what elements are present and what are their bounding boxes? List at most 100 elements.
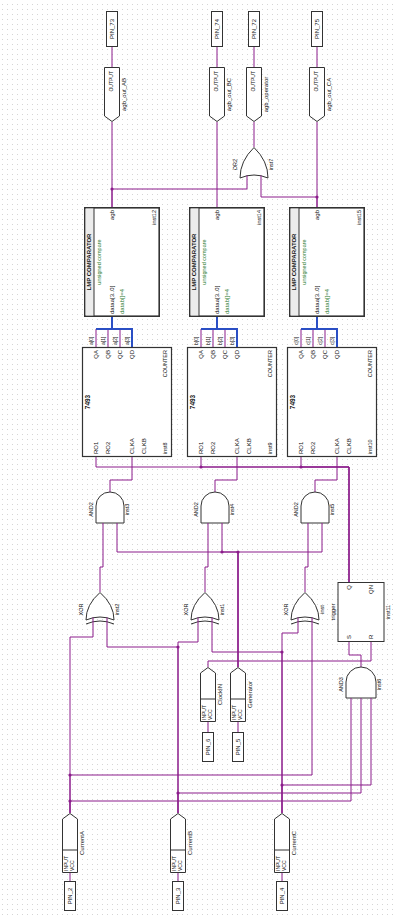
gate-type: AND2 [193, 502, 199, 517]
pin-name: agb_out_AB [121, 78, 128, 111]
bus-label: a[2] [113, 336, 119, 346]
pin-assignment: PIN_3 [172, 881, 184, 911]
port-name: QB [310, 350, 317, 359]
gate-type: XOR [283, 604, 289, 616]
gate-type: AND3 [338, 677, 344, 692]
junction-dot [68, 773, 71, 776]
pin-assignment: PIN_5 [232, 732, 244, 762]
pin-name: ClockIN [217, 684, 224, 705]
pin-number: PIN_3 [175, 888, 182, 905]
bus-label: c[0] [294, 336, 300, 346]
port-name: CLKA [129, 438, 136, 454]
instance-name: inst11 [385, 605, 391, 619]
symbol-divider [231, 699, 246, 700]
bus-label: b[1] [206, 336, 212, 346]
port-name: CLKB [346, 438, 353, 454]
pin-assignment: PIN_6 [202, 732, 214, 762]
port-name: QB [210, 350, 217, 359]
header-band [291, 209, 299, 316]
counter-chip: 7493RO1RO2CLKACLKBQAQBQCQDCOUNTERinst10 [287, 347, 377, 457]
wire [317, 122, 318, 207]
wire [112, 182, 247, 207]
wire [178, 873, 179, 881]
junction-dot [176, 645, 179, 648]
bus-label: c[2] [318, 336, 324, 346]
pin-assignment: PIN_4 [276, 881, 288, 911]
symbol-outline [212, 12, 223, 47]
sr-trigger: triggerSRQQNinst11 [330, 582, 392, 642]
symbol-outline [201, 668, 216, 722]
instance-name: inst3 [124, 504, 130, 516]
gate-body [96, 492, 124, 523]
junction-dot [176, 791, 179, 794]
wire [301, 457, 349, 582]
port-name: dataa[3..0] [109, 286, 116, 314]
pin-stub [93, 618, 94, 628]
wire-stub [225, 329, 226, 347]
gate-curve [291, 621, 319, 624]
gate-body [240, 148, 268, 179]
wire [208, 722, 209, 732]
symbol-divider [201, 699, 216, 700]
port-name: S [346, 635, 353, 639]
wire [96, 457, 349, 582]
bus-wire [317, 317, 337, 347]
part-number: 7493 [289, 395, 296, 409]
instance-name: inst6 [376, 679, 382, 691]
pin-stub [298, 618, 299, 628]
part-number: 7493 [189, 395, 196, 409]
port-name: RO1 [298, 442, 305, 454]
header-band [86, 209, 94, 316]
wire-stub [213, 329, 214, 347]
wire [201, 457, 349, 582]
symbol-outline [65, 882, 76, 911]
pin-type: INPUT VCC [276, 851, 288, 871]
gate-body [346, 667, 376, 698]
gate-type: AND2 [88, 502, 94, 517]
pin-assignment: PIN_74 [211, 11, 223, 47]
pin-name: agb_out_BC [226, 78, 233, 111]
parameter: datab[]=4 [224, 289, 231, 314]
pin-stub [371, 698, 372, 702]
bus-label: b[3] [230, 336, 236, 346]
block-type: COUNTER [162, 350, 168, 377]
wire [217, 47, 218, 67]
wire [100, 527, 103, 592]
bus-wire [112, 317, 132, 347]
pin-stub [222, 523, 223, 527]
symbol-outline [190, 208, 264, 316]
xor-gate: XORinst [283, 592, 327, 627]
pin-stub [247, 176, 248, 183]
symbol-outline [63, 814, 78, 873]
symbol-outline [210, 68, 225, 122]
counter-chip: 7493RO1RO2CLKACLKBQAQBQCQDCOUNTERinst8 [82, 347, 172, 457]
pin-type: OUTPUT [251, 71, 257, 92]
symbol [287, 347, 377, 457]
wire [315, 457, 337, 492]
junction-dot [199, 465, 202, 468]
wire [70, 627, 93, 813]
wire-stub [96, 329, 97, 347]
gate-type: XOR [183, 604, 189, 616]
port-name: RO2 [105, 442, 112, 454]
gate-type: OR2 [232, 159, 238, 170]
gate-type: AND2 [293, 502, 299, 517]
gate-curve [191, 621, 219, 624]
wire [282, 873, 283, 881]
wire-stub [201, 329, 202, 347]
wire [238, 722, 239, 732]
parameter: datab[]=4 [119, 289, 126, 314]
bus-label: a[3] [125, 336, 131, 346]
parameter: datab[]=4 [324, 289, 331, 314]
pin-stub [103, 523, 104, 527]
instance-name: inst2 [114, 604, 120, 616]
wire-stub [108, 329, 109, 347]
pin-number: PIN_6 [205, 739, 212, 756]
port-name: CLKA [334, 438, 341, 454]
pin-number: PIN_75 [314, 19, 321, 39]
output-pin: agb_out_CAOUTPUT [309, 67, 335, 122]
port-name: dataa[3..0] [314, 286, 321, 314]
wire [317, 47, 318, 67]
pin-number: PIN_73 [109, 19, 116, 39]
